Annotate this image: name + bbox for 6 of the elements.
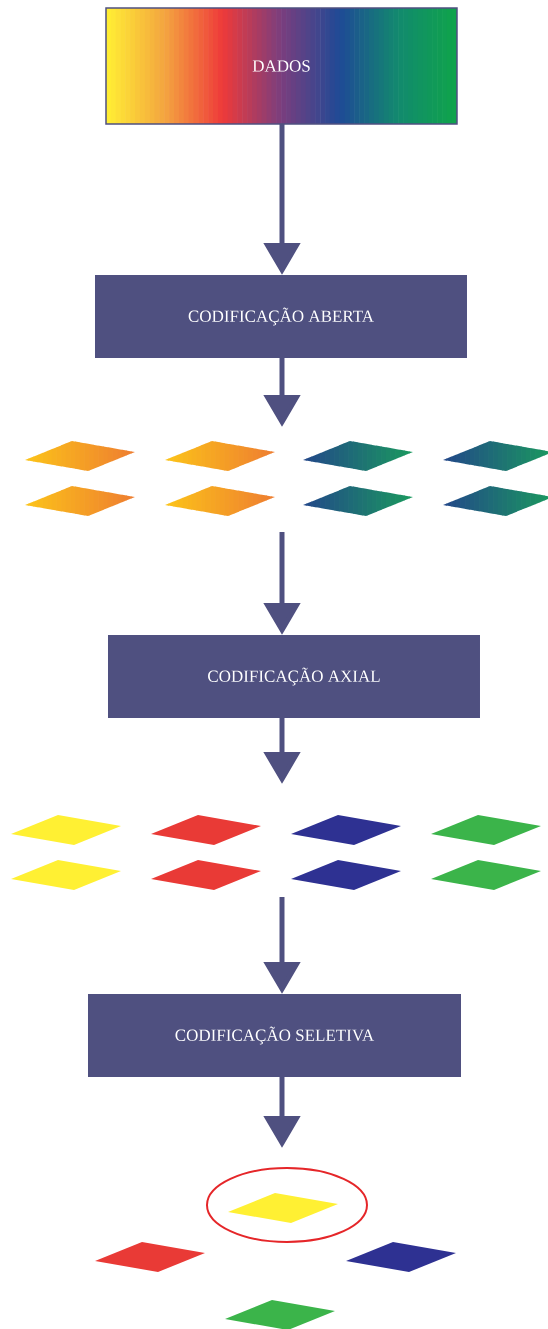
- process-box: CODIFICAÇÃO AXIAL: [108, 635, 480, 718]
- gradient-box: DADOS: [105, 7, 458, 125]
- parallelogram-cluster-drawing: [95, 1193, 456, 1329]
- process-box: CODIFICAÇÃO ABERTA: [95, 275, 467, 358]
- parallelogram-cluster-drawing: [11, 815, 541, 890]
- process-box: CODIFICAÇÃO SELETIVA: [88, 994, 461, 1077]
